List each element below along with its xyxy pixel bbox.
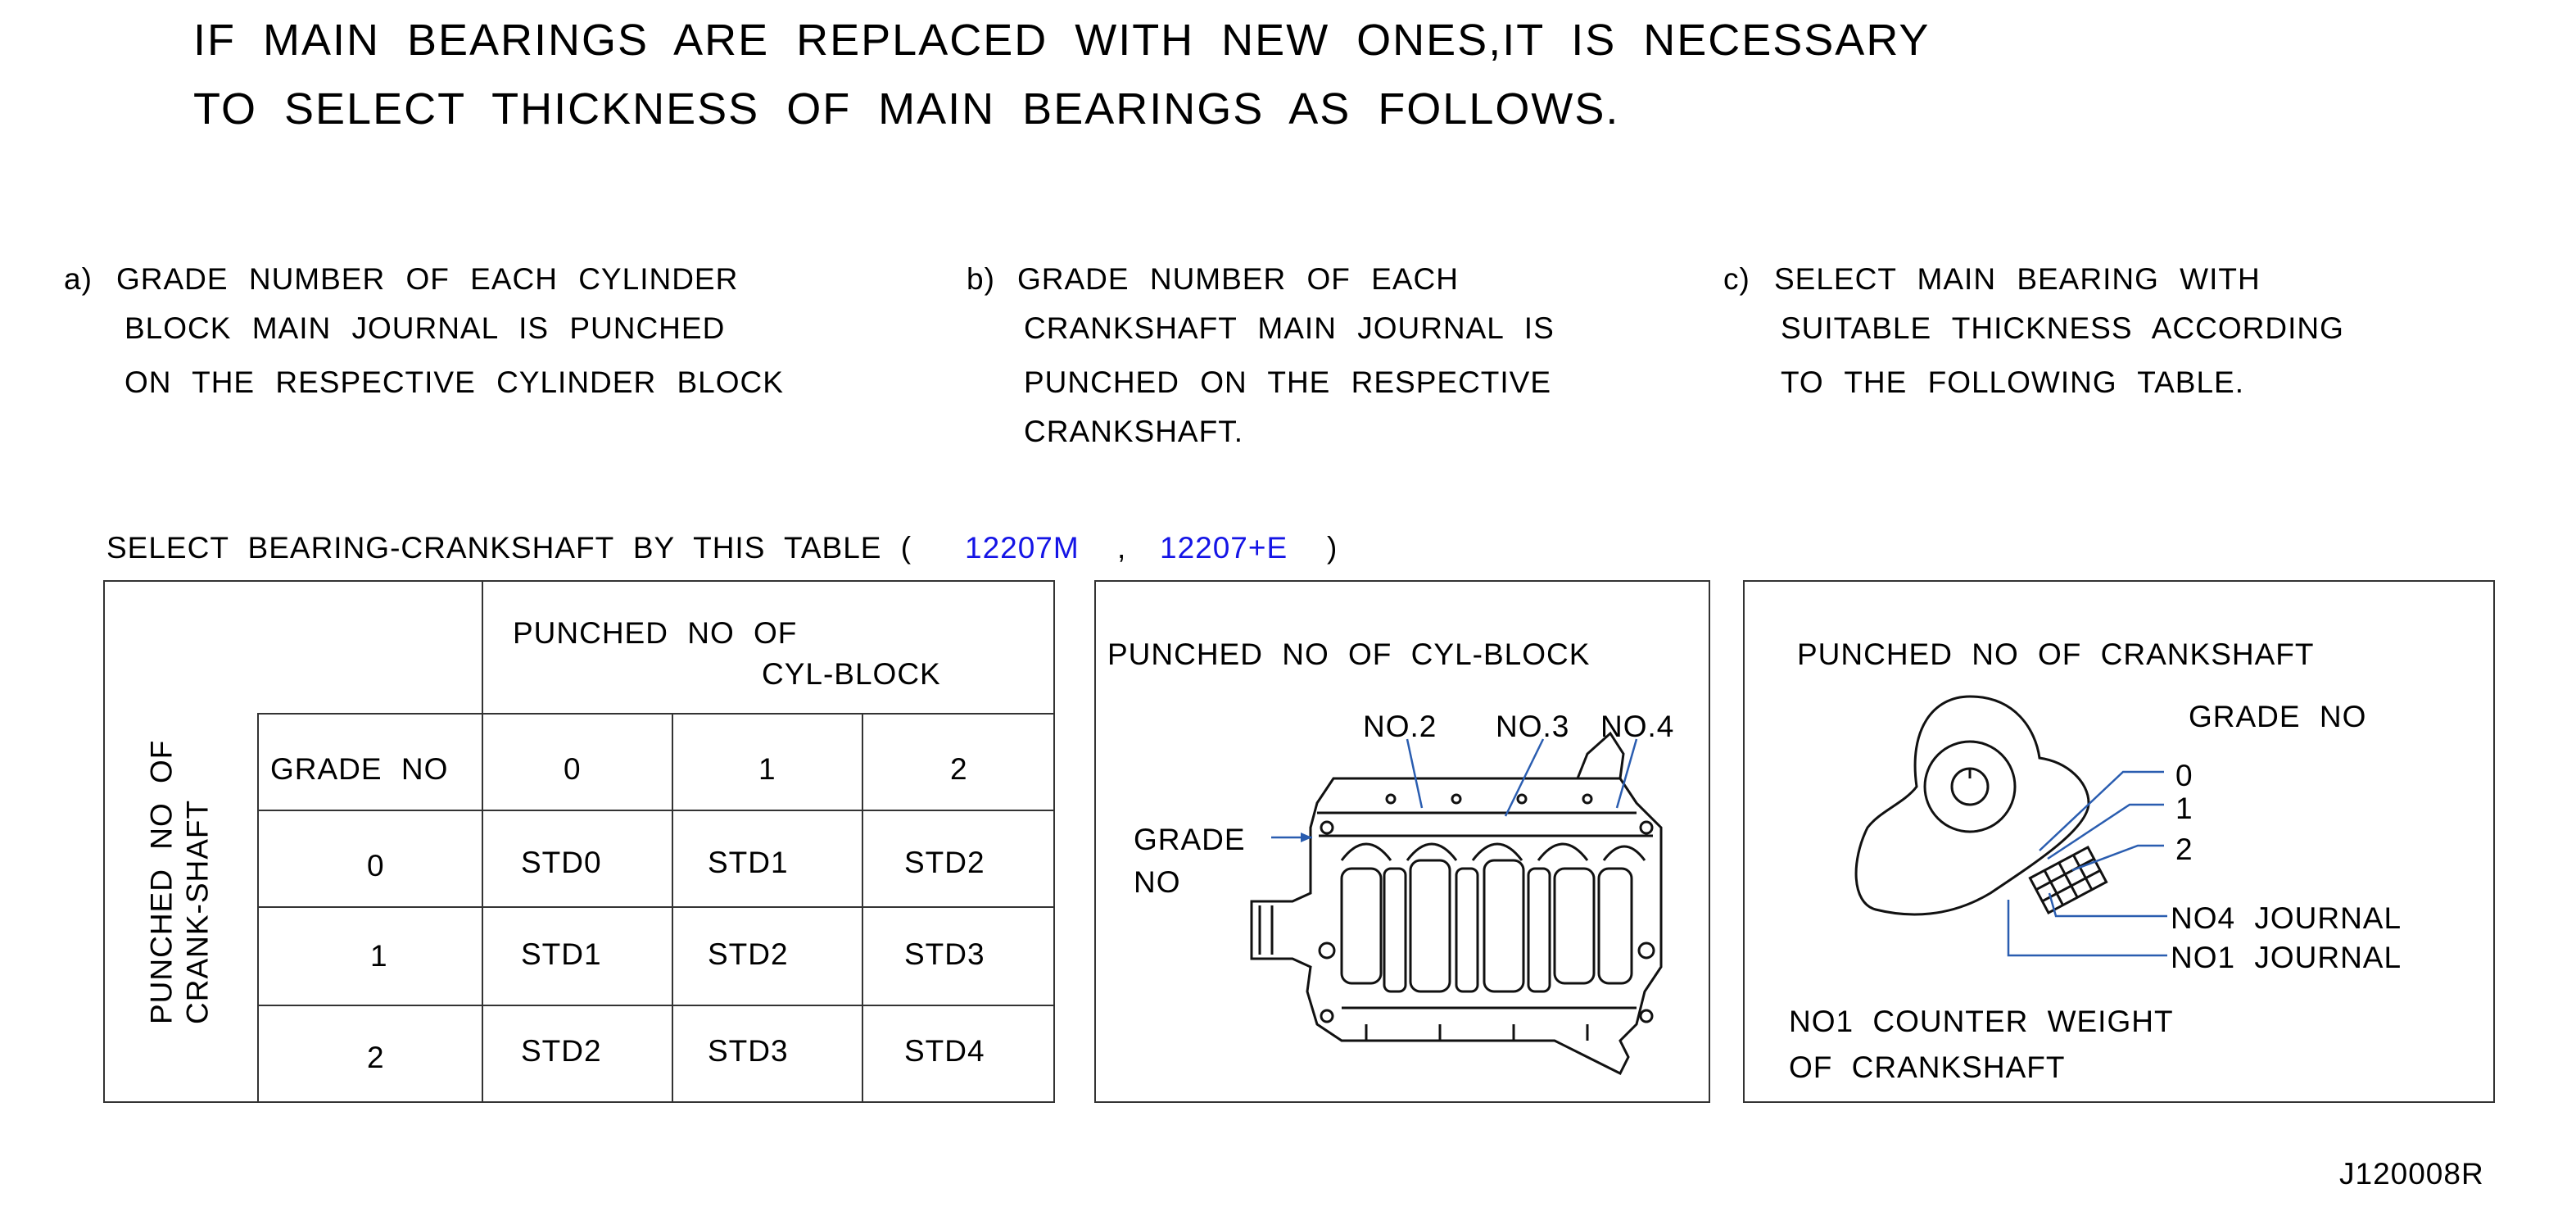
- grade-0-label: 0: [2175, 759, 2193, 792]
- grade-label-line-1: GRADE: [1134, 823, 1246, 856]
- counter-weight-line-1: NO1 COUNTER WEIGHT: [1789, 1005, 2174, 1038]
- step-c-line-2: SUITABLE THICKNESS ACCORDING: [1781, 311, 2344, 345]
- step-b-marker: b): [967, 262, 995, 296]
- figure-id: J120008R: [2339, 1157, 2484, 1191]
- row-header-crankshaft: PUNCHED NO OF CRANK-SHAFT: [144, 739, 215, 1024]
- select-line-comma: ,: [1117, 531, 1127, 565]
- heading-line-1: IF MAIN BEARINGS ARE REPLACED WITH NEW O…: [193, 16, 1931, 65]
- row-grade: 1: [370, 939, 388, 973]
- grade-no-label: GRADE NO: [270, 752, 449, 786]
- crankshaft-title: PUNCHED NO OF CRANKSHAFT: [1797, 637, 2315, 671]
- counter-weight-line-2: OF CRANKSHAFT: [1789, 1050, 2066, 1084]
- table-cell: STD2: [708, 937, 789, 971]
- label-no2: NO.2: [1363, 710, 1437, 743]
- grade-2-label: 2: [2175, 833, 2193, 866]
- cyl-block-panel: PUNCHED NO OF CYL-BLOCK NO.2 NO.3 NO.4 G…: [1094, 580, 1710, 1103]
- table-cell: STD0: [521, 846, 602, 879]
- crankshaft-illustration: [1854, 695, 2167, 957]
- table-border: [103, 580, 1055, 1103]
- row-grade: 0: [367, 849, 385, 883]
- col-grade-2: 2: [950, 752, 968, 786]
- part-code-12207m: 12207M: [965, 531, 1080, 565]
- table-cell: STD1: [708, 846, 789, 879]
- step-a-marker: a): [64, 262, 93, 296]
- cylinder-block-illustration: [1250, 731, 1663, 1076]
- part-code-12207e: 12207+E: [1160, 531, 1288, 565]
- row-grade: 2: [367, 1041, 385, 1074]
- table-cell: STD1: [521, 937, 602, 971]
- step-a-line-1: GRADE NUMBER OF EACH CYLINDER: [116, 262, 739, 296]
- step-b-line-4: CRANKSHAFT.: [1024, 415, 1243, 448]
- step-c-line-3: TO THE FOLLOWING TABLE.: [1781, 365, 2244, 399]
- table-cell: STD3: [708, 1034, 789, 1068]
- col-header-line-1: PUNCHED NO OF: [513, 616, 798, 650]
- select-line-suffix: ): [1327, 531, 1338, 565]
- grade-no-header: GRADE NO: [2189, 700, 2367, 733]
- step-a-line-2: BLOCK MAIN JOURNAL IS PUNCHED: [124, 311, 726, 345]
- select-line-prefix: SELECT BEARING-CRANKSHAFT BY THIS TABLE …: [106, 531, 912, 565]
- col-grade-1: 1: [758, 752, 776, 786]
- col-header-line-2: CYL-BLOCK: [762, 657, 941, 691]
- col-grade-0: 0: [564, 752, 582, 786]
- step-b-line-2: CRANKSHAFT MAIN JOURNAL IS: [1024, 311, 1555, 345]
- step-c-marker: c): [1723, 262, 1750, 296]
- table-cell: STD2: [904, 846, 985, 879]
- table-cell: STD4: [904, 1034, 985, 1068]
- step-b-line-3: PUNCHED ON THE RESPECTIVE: [1024, 365, 1552, 399]
- crankshaft-panel: PUNCHED NO OF CRANKSHAFT GRADE NO 0 1 2 …: [1743, 580, 2495, 1103]
- label-no3: NO.3: [1496, 710, 1570, 743]
- table-cell: STD2: [521, 1034, 602, 1068]
- grade-1-label: 1: [2175, 792, 2193, 825]
- table-cell: STD3: [904, 937, 985, 971]
- no4-journal-label: NO4 JOURNAL: [2171, 901, 2402, 935]
- step-c-line-1: SELECT MAIN BEARING WITH: [1774, 262, 2261, 296]
- step-a-line-3: ON THE RESPECTIVE CYLINDER BLOCK: [124, 365, 784, 399]
- cyl-block-title: PUNCHED NO OF CYL-BLOCK: [1107, 637, 1591, 671]
- no1-journal-label: NO1 JOURNAL: [2171, 941, 2402, 974]
- heading-line-2: TO SELECT THICKNESS OF MAIN BEARINGS AS …: [193, 84, 1620, 134]
- grade-label-line-2: NO: [1134, 865, 1181, 899]
- step-b-line-1: GRADE NUMBER OF EACH: [1017, 262, 1459, 296]
